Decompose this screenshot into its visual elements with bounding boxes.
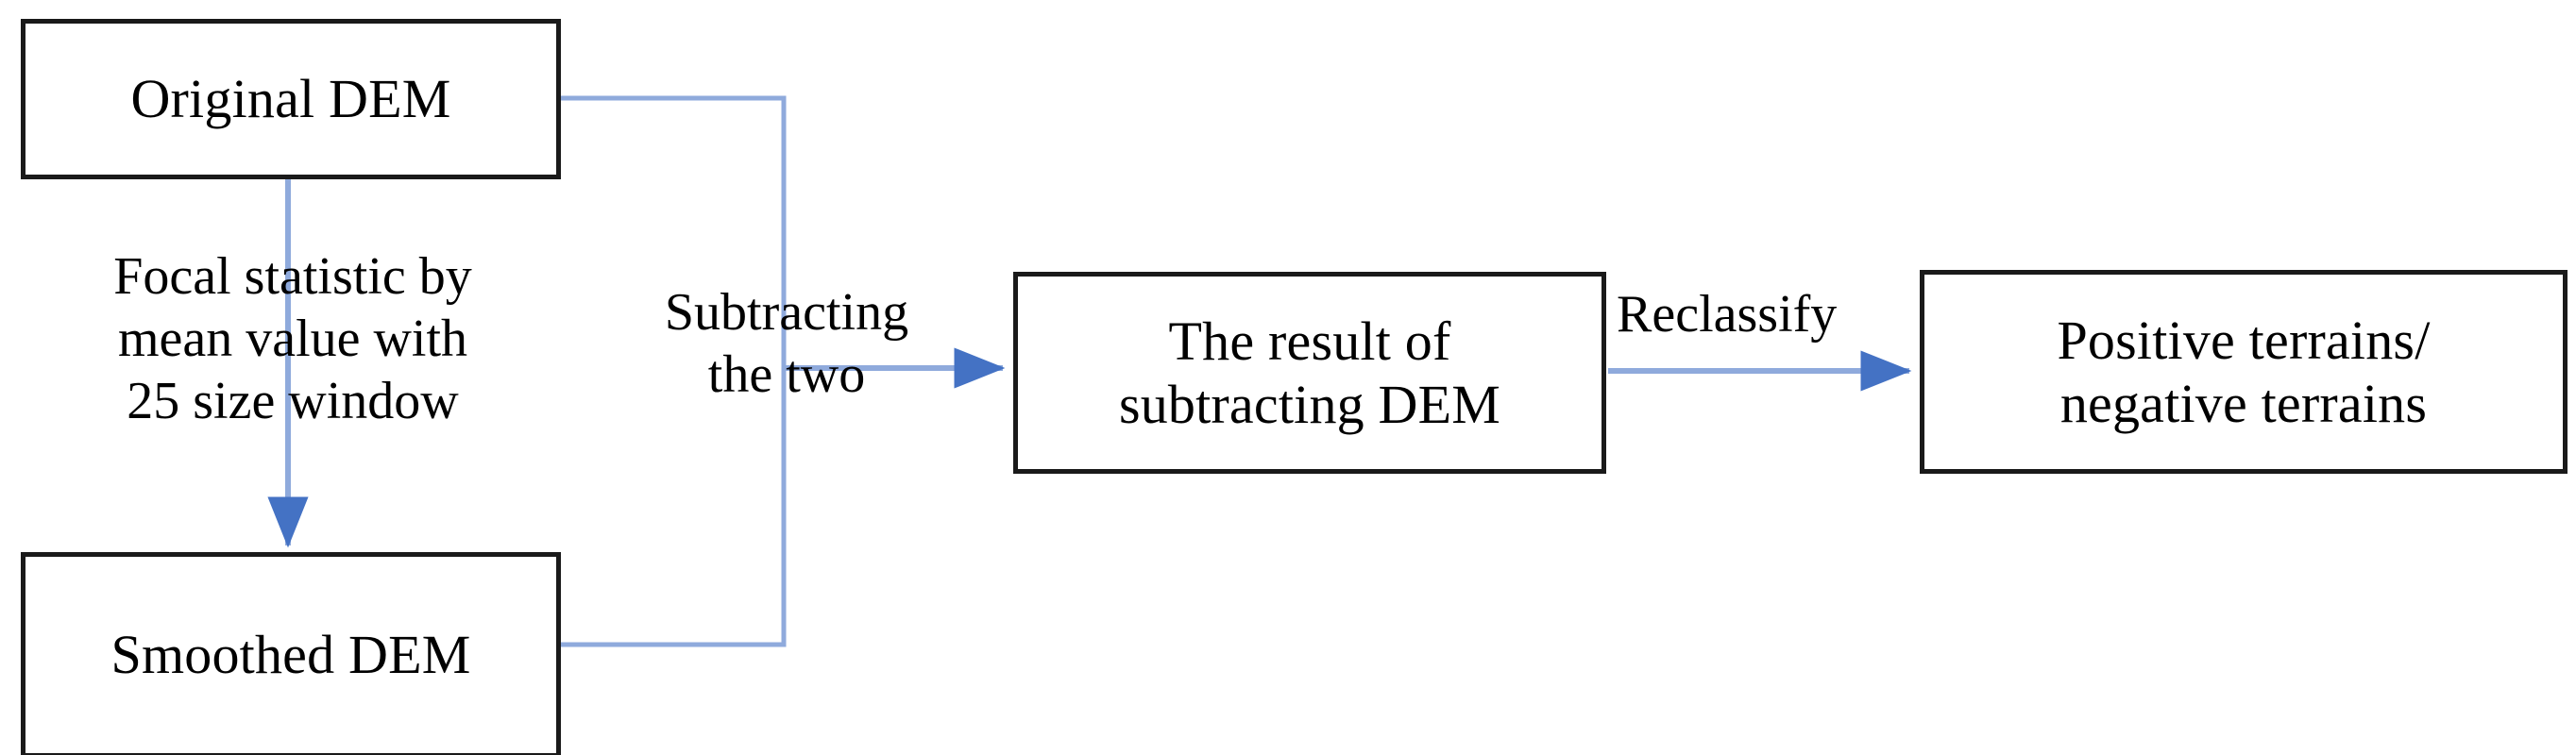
edge-label-reclassify: Reclassify (1617, 285, 1838, 344)
edge-label-subtracting-the-two: Subtracting the two (664, 283, 909, 405)
node-positive-negative-terrains-label: Positive terrains/ negative terrains (2057, 309, 2431, 434)
node-smoothed-dem-label: Smoothed DEM (110, 624, 471, 686)
edge-label-focal-statistic: Focal statistic by mean value with 25 si… (113, 247, 472, 431)
node-original-dem[interactable]: Original DEM (21, 19, 561, 179)
node-subtracted-dem[interactable]: The result of subtracting DEM (1013, 272, 1606, 474)
node-subtracted-dem-label: The result of subtracting DEM (1118, 310, 1501, 435)
connector-smoothed-to-junction (561, 368, 787, 647)
node-smoothed-dem[interactable]: Smoothed DEM (21, 552, 561, 755)
node-positive-negative-terrains[interactable]: Positive terrains/ negative terrains (1920, 270, 2568, 474)
node-original-dem-label: Original DEM (130, 68, 451, 130)
